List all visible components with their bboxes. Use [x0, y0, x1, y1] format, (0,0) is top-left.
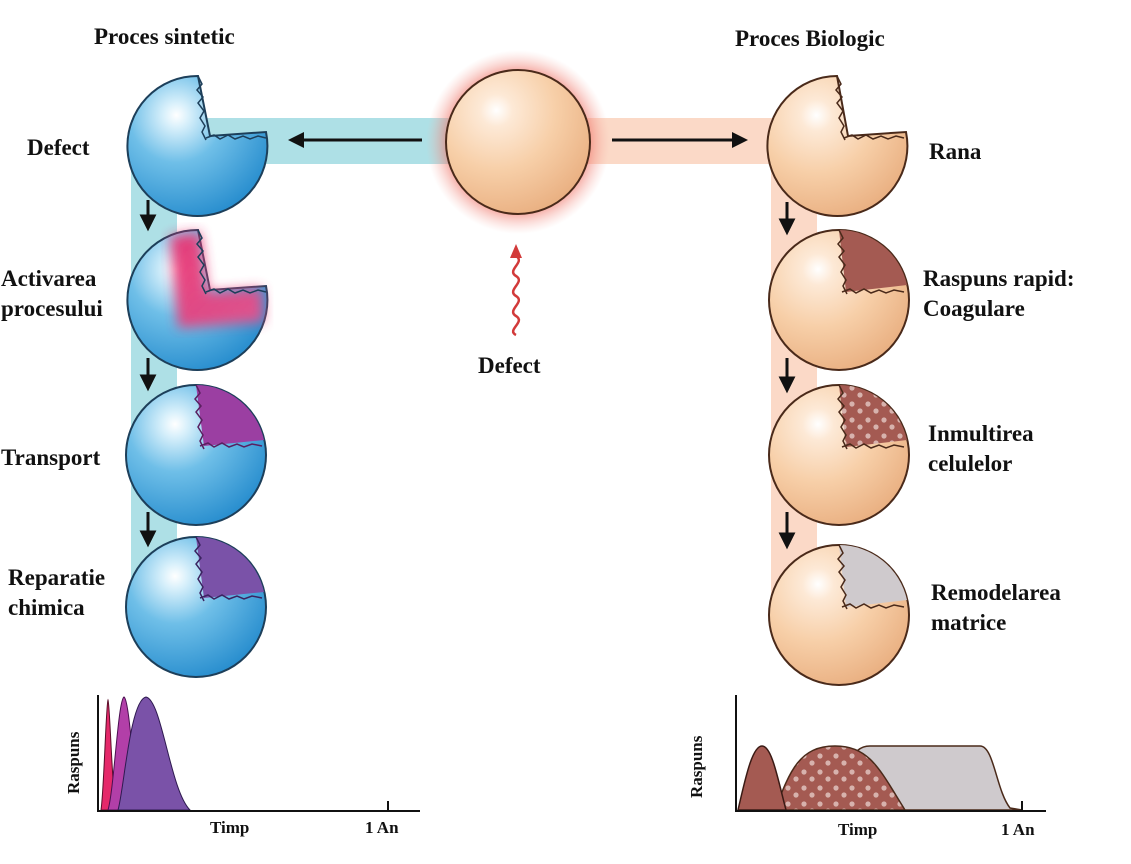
biologic-peak-clotting [737, 745, 787, 811]
biologic-step-cells-line2: celulelor [928, 451, 1013, 476]
synthetic-step-transport: Transport [1, 445, 101, 470]
synthetic-title: Proces sintetic [94, 24, 235, 49]
arrow-left [288, 132, 422, 148]
synthetic-step-repair-line1: Reparatie [8, 565, 106, 590]
synthetic-down-arrows [139, 200, 157, 548]
biologic-end-label: 1 An [1001, 820, 1035, 839]
biologic-step-rapid-line2: Coagulare [923, 296, 1025, 321]
synthetic-peak-repair [117, 696, 192, 811]
synthetic-step-repair-line2: chimica [8, 595, 85, 620]
energy-wave-arrow [510, 244, 522, 337]
synthetic-ylabel: Raspuns [64, 731, 83, 794]
synthetic-sphere-transport [125, 384, 267, 526]
biologic-vertical-band [771, 140, 817, 620]
arrow-right [612, 132, 748, 148]
center-defect-label: Defect [478, 353, 541, 378]
biologic-down-arrows [778, 202, 796, 550]
biologic-ylabel: Raspuns [687, 735, 706, 798]
biologic-sphere-remodeling [768, 544, 910, 686]
biologic-step-wound: Rana [929, 139, 982, 164]
biologic-response-chart [735, 695, 1046, 812]
biologic-step-matrix-line1: Remodelarea [931, 580, 1061, 605]
biologic-title: Proces Biologic [735, 26, 885, 51]
central-defect-sphere [445, 69, 591, 215]
biologic-step-cells-line1: Inmultirea [928, 421, 1034, 446]
synthetic-sphere-activation [126, 228, 269, 371]
synthetic-end-label: 1 An [365, 818, 399, 837]
synthetic-step-activation-line1: Activarea [1, 266, 97, 291]
biologic-sphere-proliferation [768, 384, 910, 526]
synthetic-step-defect: Defect [27, 135, 90, 160]
biologic-step-matrix-line2: matrice [931, 610, 1007, 635]
synthetic-sphere-defect [126, 74, 269, 217]
synthetic-sphere-repair [125, 536, 267, 678]
synthetic-step-activation-line2: procesului [1, 296, 103, 321]
biologic-step-rapid-line1: Raspuns rapid: [923, 266, 1075, 291]
biologic-sphere-wound [766, 74, 909, 217]
biologic-xlabel: Timp [838, 820, 878, 839]
synthetic-response-chart [97, 695, 420, 812]
synthetic-xlabel: Timp [210, 818, 250, 837]
biologic-area-proliferation [773, 745, 907, 811]
biologic-sphere-clotting [768, 229, 910, 371]
